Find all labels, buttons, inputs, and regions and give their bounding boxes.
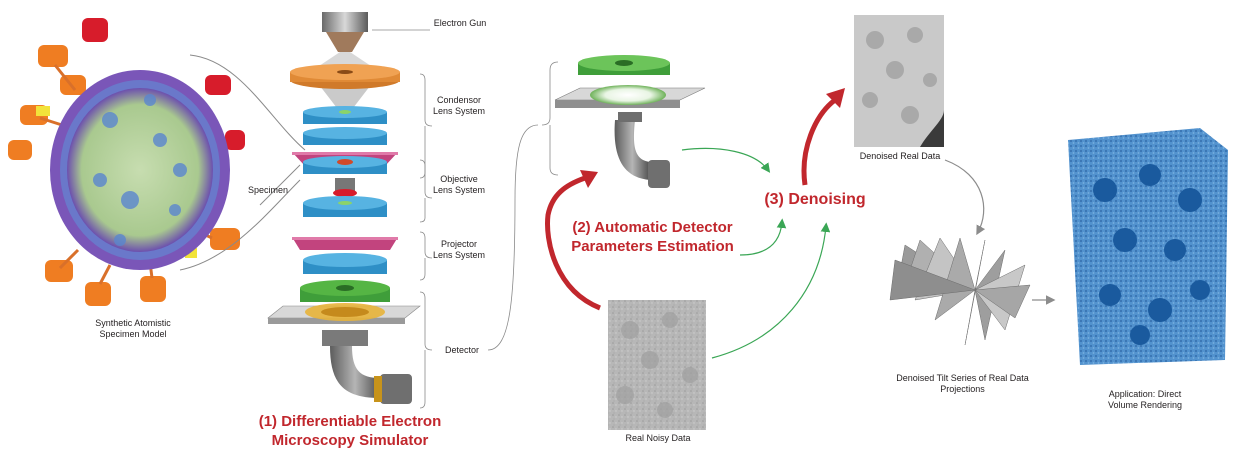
electron-microscope-column-icon: [267, 12, 421, 404]
label-objective-lens-system: Objective Lens System: [432, 174, 486, 195]
label-condensor-lens-system: Condensor Lens System: [432, 95, 486, 116]
real-noisy-data-image: [608, 300, 706, 430]
label-projector-lens-system: Projector Lens System: [432, 239, 486, 260]
red-arrow-step3: [801, 98, 837, 186]
label-specimen: Specimen: [247, 185, 289, 195]
detector-closeup-icon: [554, 55, 706, 188]
label-denoised-real-data: Denoised Real Data: [859, 151, 941, 161]
step1-line1: (1) Differentiable Electron: [258, 413, 442, 430]
red-arrow-step2: [545, 175, 601, 311]
label-real-noisy-data: Real Noisy Data: [625, 433, 691, 443]
step2-line1: (2) Automatic Detector: [572, 219, 733, 236]
label-application-volume-rendering: Application: Direct Volume Rendering: [1107, 389, 1183, 410]
denoised-real-data-image: [854, 15, 944, 147]
green-arrows: [681, 147, 831, 359]
label-detector: Detector: [444, 345, 479, 355]
tilt-series-icon: [889, 237, 1031, 346]
red-arrow-step2-head: [580, 170, 598, 188]
step2-title: (2) Automatic Detector Parameters Estima…: [560, 218, 745, 256]
gray-arrows: [944, 159, 1056, 305]
volume-rendering-image: [1068, 128, 1228, 365]
label-electron-gun: Electron Gun: [433, 18, 487, 28]
label-denoised-tilt-series: Denoised Tilt Series of Real Data Projec…: [896, 373, 1029, 394]
red-arrow-step3-head: [826, 88, 845, 108]
step1-line2: Microscopy Simulator: [271, 432, 429, 449]
step1-title: (1) Differentiable Electron Microscopy S…: [235, 412, 465, 450]
label-synthetic-specimen-model: Synthetic Atomistic Specimen Model: [95, 318, 171, 339]
step2-line2: Parameters Estimation: [571, 238, 734, 255]
virus-model-icon: [8, 18, 245, 306]
step3-title: (3) Denoising: [764, 191, 866, 208]
